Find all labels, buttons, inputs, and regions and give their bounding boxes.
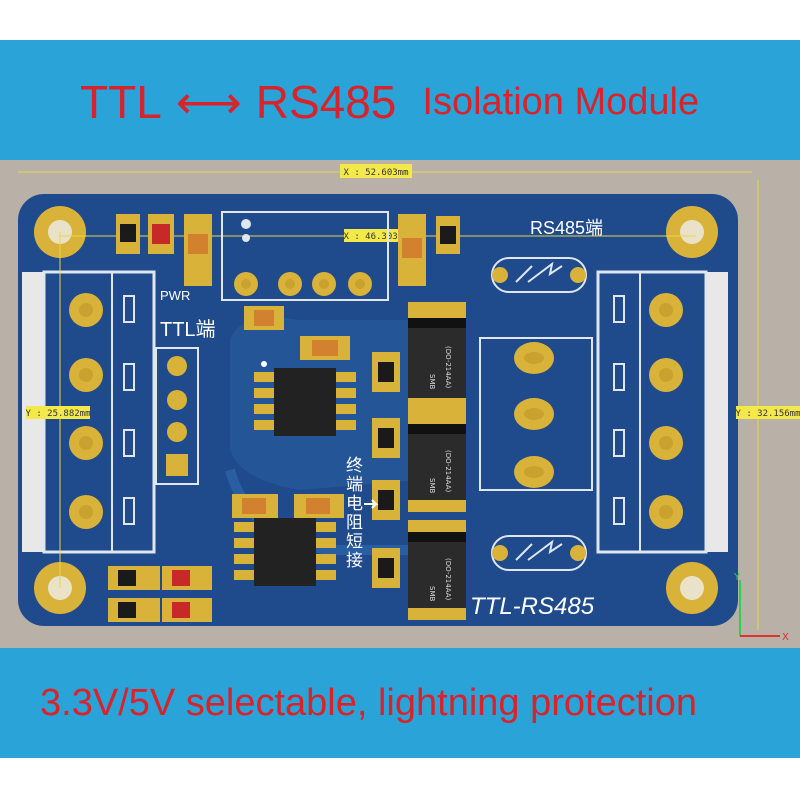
header-4pin-top — [221, 211, 389, 301]
axis-x-label: X — [782, 632, 789, 643]
terminal-block-right — [596, 270, 728, 554]
footer-text: 3.3V/5V selectable, lightning protection — [40, 682, 697, 724]
tvs-symbol-bottom — [491, 535, 587, 571]
smd-components-bottom-left — [108, 566, 212, 622]
ic-chip-top — [254, 361, 356, 436]
three-pad-block — [479, 337, 593, 491]
diode-smb-3: SMB (DO-214AA) — [408, 520, 466, 620]
capacitor-body — [306, 498, 330, 514]
label-ttl-end: TTL端 — [160, 318, 216, 341]
dimension-box-left — [26, 406, 90, 419]
ic-chip-bottom — [234, 509, 336, 586]
diode-label: SMB — [428, 586, 436, 601]
dimension-y-left: Y : 25.882mm — [25, 409, 90, 419]
dimension-x-inner: X : 46.303mm — [343, 232, 408, 242]
diode-smb-1: SMB (DO-214AA) — [408, 302, 466, 412]
capacitor-body — [242, 498, 266, 514]
header-4pin-ttl — [155, 347, 199, 485]
capacitor-body — [312, 340, 338, 356]
resistor-column — [372, 352, 400, 588]
axis-indicator: Y X — [733, 572, 789, 643]
axis-y-label: Y — [733, 572, 741, 583]
headline: TTL ⟷ RS485 Isolation Module — [80, 74, 699, 130]
smd-components-top-right — [398, 214, 460, 286]
smd-components-top-left — [116, 214, 212, 286]
label-terminal-resistor-short: 终端电阻短接 — [342, 456, 363, 570]
dimension-box-right — [736, 406, 800, 419]
label-model: TTL-RS485 — [470, 593, 595, 620]
arrow-right-icon — [364, 499, 379, 509]
double-arrow-icon: ⟷ — [175, 76, 242, 128]
dimension-x-total: X : 52.603mm — [343, 168, 408, 178]
diode-label: SMB — [428, 478, 436, 493]
tvs-symbol-top — [491, 257, 587, 293]
capacitor-body — [254, 310, 274, 326]
diode-smb-2: SMB (DO-214AA) — [408, 412, 466, 512]
dimension-box-top — [340, 164, 412, 178]
headline-subtitle: Isolation Module — [422, 80, 700, 123]
diode-package: (DO-214AA) — [444, 450, 452, 492]
headline-ttl: TTL — [80, 76, 162, 128]
diode-package: (DO-214AA) — [444, 558, 452, 600]
diode-package: (DO-214AA) — [444, 346, 452, 388]
pcb-board-render: X : 52.603mm X : 46.303mm Y : 25.882mm — [18, 164, 800, 643]
label-rs485-end: RS485端 — [530, 218, 603, 238]
top-banner — [0, 40, 800, 160]
bottom-banner — [0, 648, 800, 758]
headline-rs485: RS485 — [255, 76, 397, 128]
diode-label: SMB — [428, 374, 436, 389]
dimension-box-inner — [344, 229, 408, 242]
label-pwr: PWR — [160, 288, 190, 303]
dimension-y-right: Y : 32.156mm — [735, 409, 800, 419]
